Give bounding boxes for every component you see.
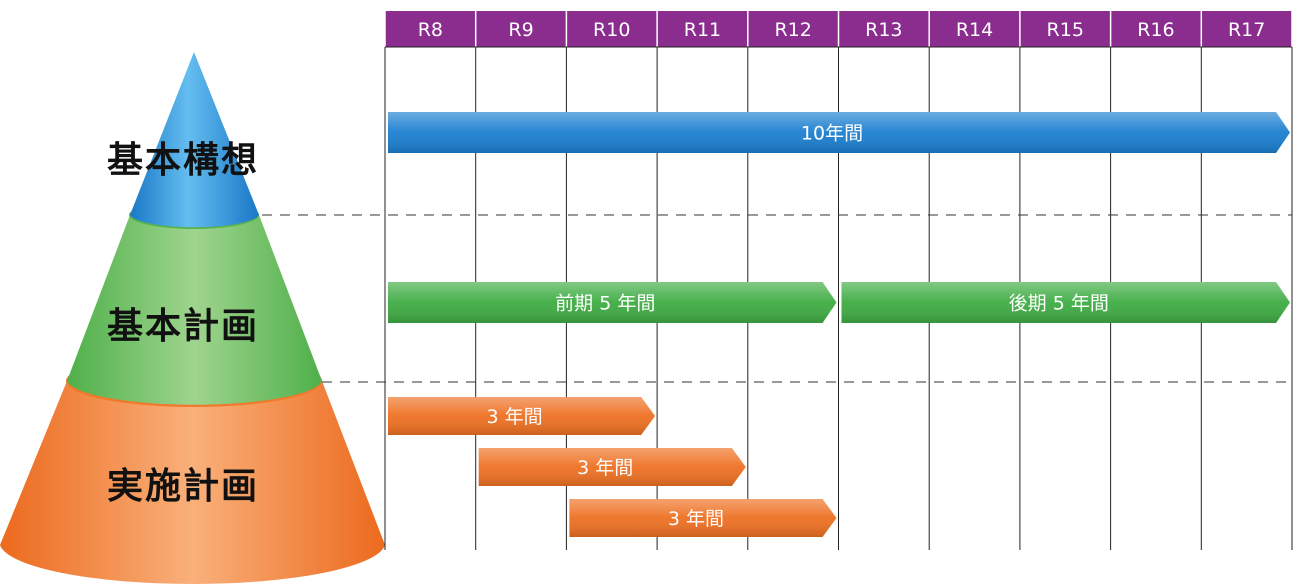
bar-arrow-shine (478, 448, 746, 486)
tier-label-basic-plan: 基本計画 (107, 306, 259, 347)
bar-label: 後期 5 年間 (1009, 293, 1109, 315)
period-bar: 後期 5 年間 (841, 282, 1290, 323)
year-label-r14: R14 (956, 19, 993, 41)
bar-arrow-shine (569, 499, 837, 537)
bar-arrow-shine (388, 282, 837, 323)
year-header-labels: R8 R9 R10 R11 R12 R13 R14 R15 R16 R17 (418, 19, 1266, 41)
bar-arrow-shine (388, 112, 1290, 153)
bar-arrow-shine (388, 397, 656, 435)
bar-label: 3 年間 (577, 457, 633, 479)
period-bar: 10年間 (388, 112, 1290, 153)
year-label-r15: R15 (1047, 19, 1084, 41)
cone-tier-top (130, 52, 259, 228)
tier-label-action-plan: 実施計画 (107, 466, 259, 507)
pyramid-cone (0, 52, 385, 584)
cone-tier-middle (67, 215, 322, 405)
year-label-r17: R17 (1228, 19, 1265, 41)
year-label-r16: R16 (1137, 19, 1174, 41)
year-label-r9: R9 (508, 19, 533, 41)
year-label-r10: R10 (593, 19, 630, 41)
period-bar: 前期 5 年間 (388, 282, 837, 323)
period-bar: 3 年間 (569, 499, 837, 537)
bar-label: 3 年間 (486, 406, 542, 428)
bar-arrow-shine (841, 282, 1290, 323)
tier-label-vision: 基本構想 (107, 140, 259, 181)
year-label-r8: R8 (418, 19, 443, 41)
cone-tier-bottom (0, 381, 385, 584)
bar-label: 前期 5 年間 (555, 293, 655, 315)
period-bar: 3 年間 (478, 448, 746, 486)
bar-label: 10年間 (801, 123, 863, 145)
year-label-r12: R12 (774, 19, 811, 41)
year-label-r11: R11 (684, 19, 721, 41)
year-label-r13: R13 (865, 19, 902, 41)
bar-label: 3 年間 (668, 508, 724, 530)
period-bar: 3 年間 (388, 397, 656, 435)
